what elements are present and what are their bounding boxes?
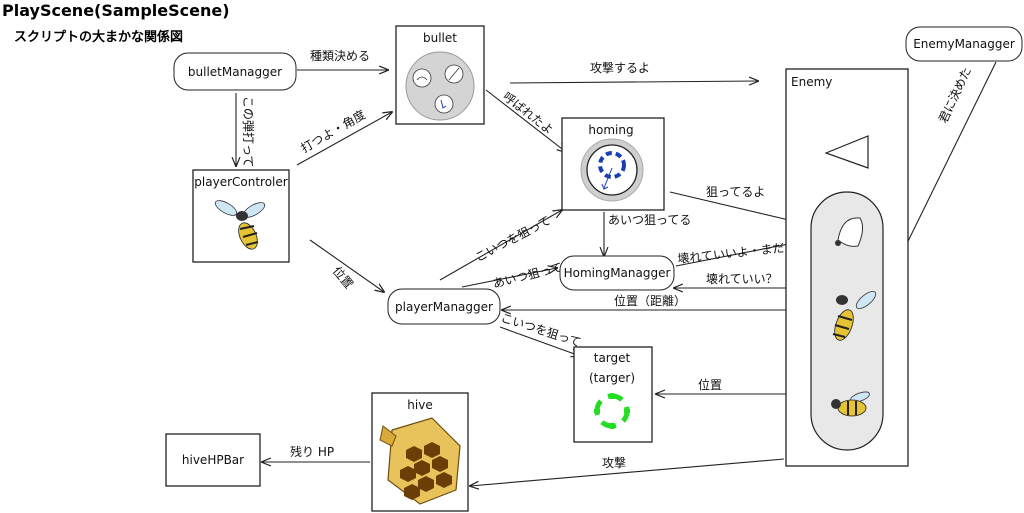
node-label: hive <box>407 398 432 412</box>
edge-label: 狙ってるよ <box>706 185 765 199</box>
node-playermanagger: playerManagger <box>387 288 501 325</box>
node-label: bulletManagger <box>188 65 282 79</box>
honeycomb-icon <box>379 417 461 505</box>
node-label: EnemyManagger <box>913 37 1015 51</box>
wasp-icon <box>832 290 877 341</box>
node-bulletmanagger: bulletManagger <box>173 52 297 91</box>
edge-enemy-to-hive <box>470 458 785 486</box>
node-homing: homing <box>561 117 665 211</box>
crosshair-icon <box>594 393 630 429</box>
edge-playercontroler-to-bullet <box>296 112 392 166</box>
homing-target-icon <box>598 151 626 190</box>
node-label: playerControler <box>194 175 287 189</box>
node-label: Enemy <box>791 75 832 89</box>
bee-icon <box>831 391 870 417</box>
node-label: bullet <box>423 31 457 45</box>
triangle-icon <box>824 135 869 169</box>
node-hive: hive <box>371 392 469 512</box>
edge-label: こいつを狙って <box>499 311 583 350</box>
edge-label: この弾打って <box>241 96 255 167</box>
page-title: PlayScene(SampleScene) <box>2 1 230 20</box>
edge-bullet-to-enemy <box>509 81 758 83</box>
edge-label: 種類決める <box>310 49 370 63</box>
edges <box>236 61 997 486</box>
edge-homingmanagger-to-enemy <box>675 241 804 267</box>
moth-icon <box>835 217 864 247</box>
node-homingmanagger: HomingManagger <box>559 255 675 291</box>
edge-label: 呼ばれたよ <box>500 89 556 137</box>
node-bullet: bullet <box>395 25 485 125</box>
page-subtitle: スクリプトの大まかな関係図 <box>14 29 183 45</box>
edge-bullet-to-homing <box>485 89 566 152</box>
edge-label: 壊れていい？ <box>706 272 778 286</box>
node-label: homing <box>588 123 633 137</box>
edge-label: 位置 <box>698 377 722 392</box>
node-label: hiveHPBar <box>182 453 244 467</box>
edge-label: 位置 <box>330 263 357 291</box>
edge-label: こいつを狙って <box>473 213 553 265</box>
edge-playermanagger-to-target <box>499 326 580 356</box>
edge-label: 攻撃 <box>602 455 626 470</box>
edge-playermanagger-to-homingmanagger <box>461 268 557 288</box>
node-sublabel: (targer) <box>589 371 635 385</box>
node-enemy: Enemy <box>785 68 909 467</box>
edge-homing-to-enemy <box>669 191 806 224</box>
node-playercontroler: playerControler <box>192 169 290 263</box>
node-hivehpbar: hiveHPBar <box>165 433 261 487</box>
edge-label: 残り HP <box>290 445 334 459</box>
node-label: HomingManagger <box>564 266 671 280</box>
node-label: target <box>594 351 631 365</box>
node-enemymanagger: EnemyManagger <box>905 26 1023 62</box>
edge-playercontroler-to-playermanagger <box>309 239 384 292</box>
edge-label: 君に決めた <box>936 65 974 125</box>
edge-label: 攻撃するよ <box>590 60 650 75</box>
node-label: playerManagger <box>395 300 493 314</box>
wasp-icon <box>214 200 266 250</box>
edge-label: あいつ狙ってる <box>608 213 691 227</box>
node-target: target (targer) <box>573 346 653 443</box>
edge-label: 位置（距離） <box>614 293 686 308</box>
edge-playermanagger-to-homing <box>439 210 562 281</box>
